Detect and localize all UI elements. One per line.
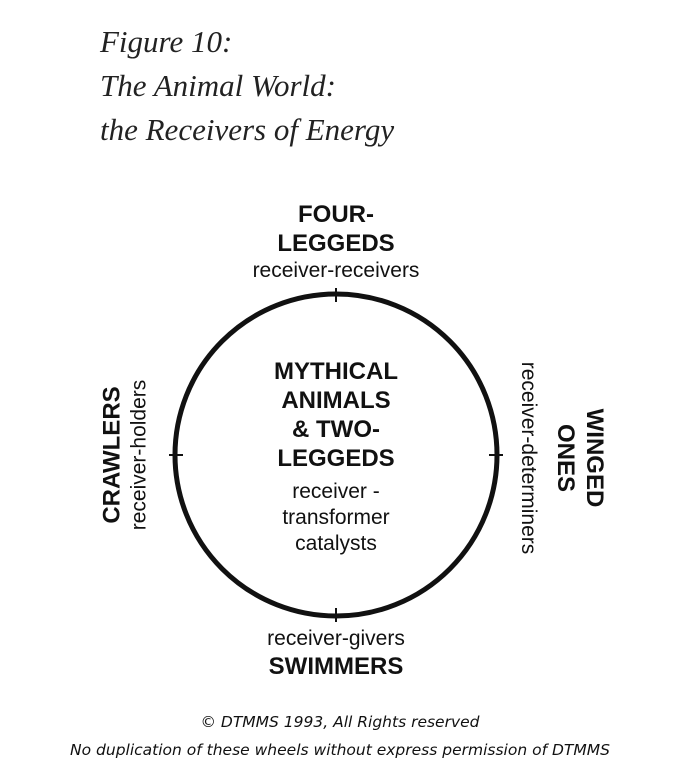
copyright-text: © DTMMS 1993, All Rights reserved: [200, 713, 480, 731]
south-label: receiver-givers SWIMMERS: [267, 626, 405, 681]
east-label: WINGED ONES receiver-determiners: [515, 362, 609, 555]
west-name: CRAWLERS: [98, 386, 126, 524]
south-role: receiver-givers: [267, 627, 405, 650]
north-name-2: LEGGEDS: [277, 230, 395, 257]
center-label: MYTHICAL ANIMALS & TWO- LEGGEDS receiver…: [274, 357, 398, 557]
center-role-2: transformer: [282, 506, 390, 529]
east-name-2: ONES: [552, 423, 579, 492]
center-name-2: ANIMALS: [281, 387, 391, 414]
center-name-3: & TWO-: [292, 416, 380, 443]
north-role: receiver-receivers: [252, 259, 420, 282]
title-line-3: the Receivers of Energy: [100, 112, 395, 147]
figure-title: Figure 10: The Animal World: the Receive…: [100, 20, 394, 152]
center-role-3: catalysts: [295, 532, 377, 555]
north-label: FOUR- LEGGEDS receiver-receivers: [253, 200, 420, 284]
permission-notice: No duplication of these wheels without e…: [70, 741, 610, 759]
west-label: CRAWLERS receiver-holders: [98, 380, 153, 531]
center-role-1: receiver -: [292, 480, 380, 503]
east-name-1: WINGED: [581, 408, 608, 508]
title-line-1: Figure 10:: [100, 24, 233, 59]
west-role: receiver-holders: [127, 379, 151, 531]
south-name: SWIMMERS: [268, 653, 404, 680]
center-name-4: LEGGEDS: [277, 445, 395, 472]
east-role: receiver-determiners: [517, 361, 540, 555]
center-name-1: MYTHICAL: [274, 358, 398, 385]
north-name-1: FOUR-: [298, 201, 374, 228]
title-line-2: The Animal World:: [100, 68, 336, 103]
